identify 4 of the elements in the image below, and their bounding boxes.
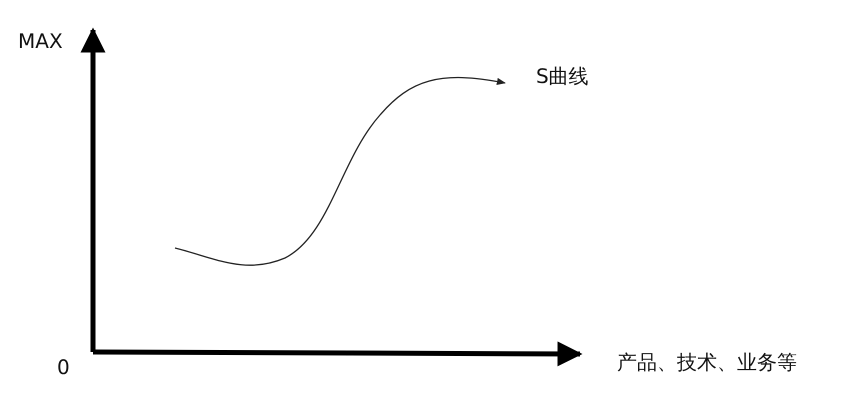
curve-label: S曲线 bbox=[536, 66, 589, 86]
origin-label: 0 bbox=[57, 357, 70, 377]
x-axis-label: 产品、技术、业务等 bbox=[617, 352, 797, 372]
axis-max-label: MAX bbox=[18, 31, 63, 51]
